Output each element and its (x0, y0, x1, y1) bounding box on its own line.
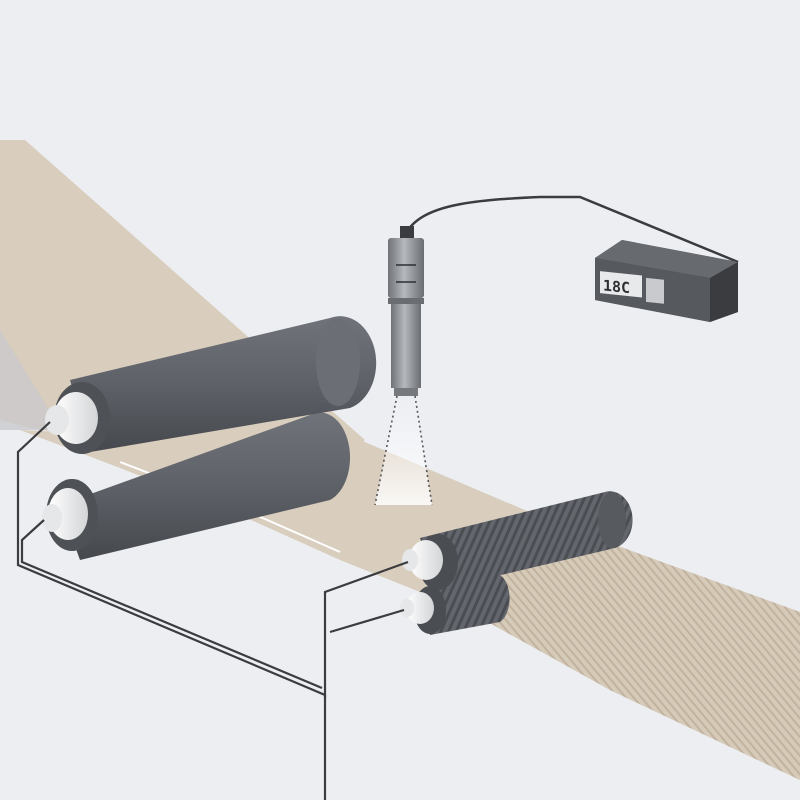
web-textured-section (455, 525, 800, 780)
temperature-readout: 18C (603, 276, 630, 297)
display-side-panel (646, 277, 664, 304)
wire-knurled-lower (329, 608, 405, 634)
control-wiring (16, 421, 409, 800)
infrared-temperature-sensor-icon (388, 226, 424, 396)
roller-end-cap (409, 540, 443, 580)
wire-knurled-upper (323, 560, 409, 698)
wire-upper-roller (16, 421, 327, 800)
knurled-roller-lower (400, 573, 510, 635)
plain-roller-lower (42, 412, 351, 560)
measurement-beam (374, 395, 433, 506)
roller-end-cap (406, 592, 434, 624)
digital-temperature-display-icon: 18C (595, 240, 738, 322)
wire-lower-roller (20, 519, 323, 690)
sensor-cable (403, 195, 739, 264)
plain-roller-upper (45, 316, 377, 454)
web-incoming-underside (0, 330, 60, 430)
knurled-roller-upper (402, 491, 633, 590)
display-screen (600, 271, 642, 298)
